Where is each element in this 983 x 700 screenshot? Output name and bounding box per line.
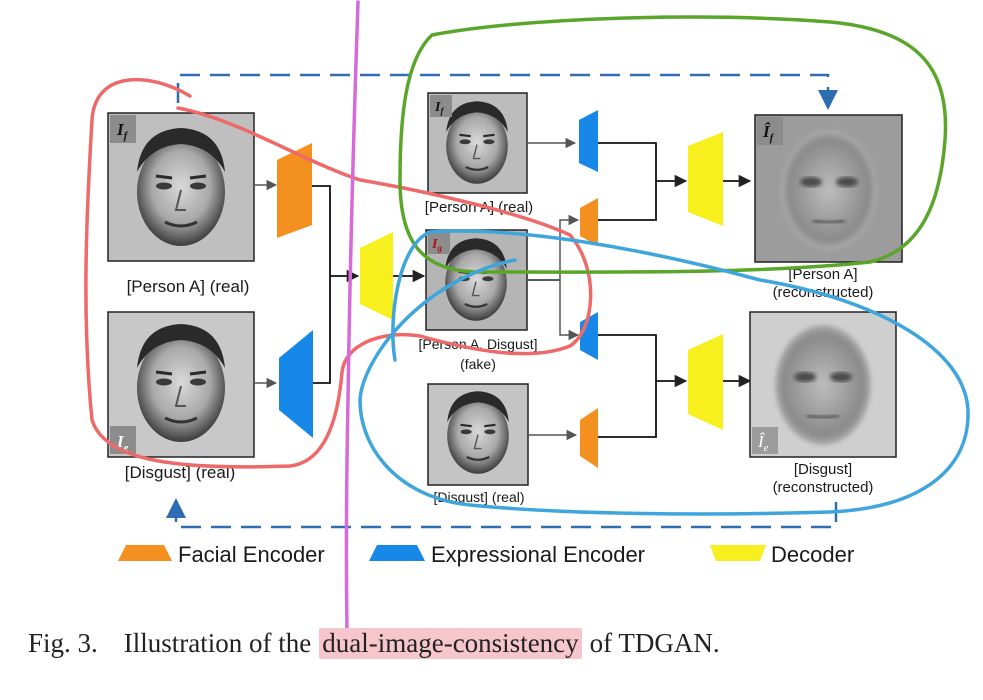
expressional-encoder-legend-icon — [369, 545, 425, 561]
middle-face-image: If — [427, 92, 528, 194]
expressional-encoder-top — [579, 110, 598, 172]
facial-encoder-top — [580, 198, 598, 246]
generated-image: Ig — [425, 229, 528, 331]
caption-text-after: of TDGAN. — [589, 628, 720, 658]
svg-text:Îe: Îe — [757, 432, 769, 454]
decoder-left — [360, 232, 393, 320]
legend-expressional-encoder: Expressional Encoder — [431, 542, 645, 567]
expressional-encoder-left — [279, 330, 313, 438]
svg-text:If: If — [434, 100, 444, 116]
source-expression-image: Ie — [107, 311, 255, 458]
reconstructed-face-label-line1: [Person A] — [788, 266, 857, 283]
generated-label-line1: [Person A, Disgust] — [418, 336, 537, 352]
annotation-blue-loop — [358, 229, 970, 516]
annotation-violet-line — [344, 0, 360, 632]
legend-facial-encoder: Facial Encoder — [178, 542, 325, 567]
facial-encoder-bottom — [580, 408, 598, 468]
reconstructed-expression-image: Îe — [749, 311, 897, 458]
source-face-image: If — [107, 112, 255, 262]
svg-text:Ie: Ie — [116, 432, 129, 454]
decoder-top — [688, 132, 723, 226]
middle-expression-label: [Disgust] (real) — [433, 489, 524, 505]
svg-text:Îf: Îf — [762, 122, 775, 144]
legend-decoder: Decoder — [771, 542, 854, 567]
svg-text:If: If — [116, 120, 129, 142]
reconstructed-expression-label-line1: [Disgust] — [794, 461, 852, 478]
reconstructed-expression-label-line2: (reconstructed) — [773, 479, 874, 496]
svg-text:Ig: Ig — [431, 237, 442, 253]
annotation-green-loop — [398, 15, 948, 274]
middle-expression-image — [427, 383, 529, 486]
bottom-feedback-arrow — [166, 498, 838, 529]
facial-encoder-legend-icon — [118, 545, 172, 561]
annotation-red-loop — [84, 78, 593, 469]
legend: Facial Encoder Expressional Encoder Deco… — [118, 542, 854, 567]
decoder-legend-icon — [710, 545, 766, 561]
middle-face-label: [Person A] (real) — [425, 199, 533, 216]
caption-fig-label: Fig. 3. — [28, 628, 98, 658]
generated-label-line2: (fake) — [460, 356, 496, 372]
decoder-bottom — [688, 334, 723, 430]
source-face-label: [Person A] (real) — [127, 277, 250, 296]
caption-highlight: dual-image-consistency — [319, 628, 582, 659]
facial-encoder-left — [277, 143, 312, 238]
reconstructed-face-image: Îf — [754, 114, 903, 263]
caption-text-before: Illustration of the — [123, 628, 312, 658]
